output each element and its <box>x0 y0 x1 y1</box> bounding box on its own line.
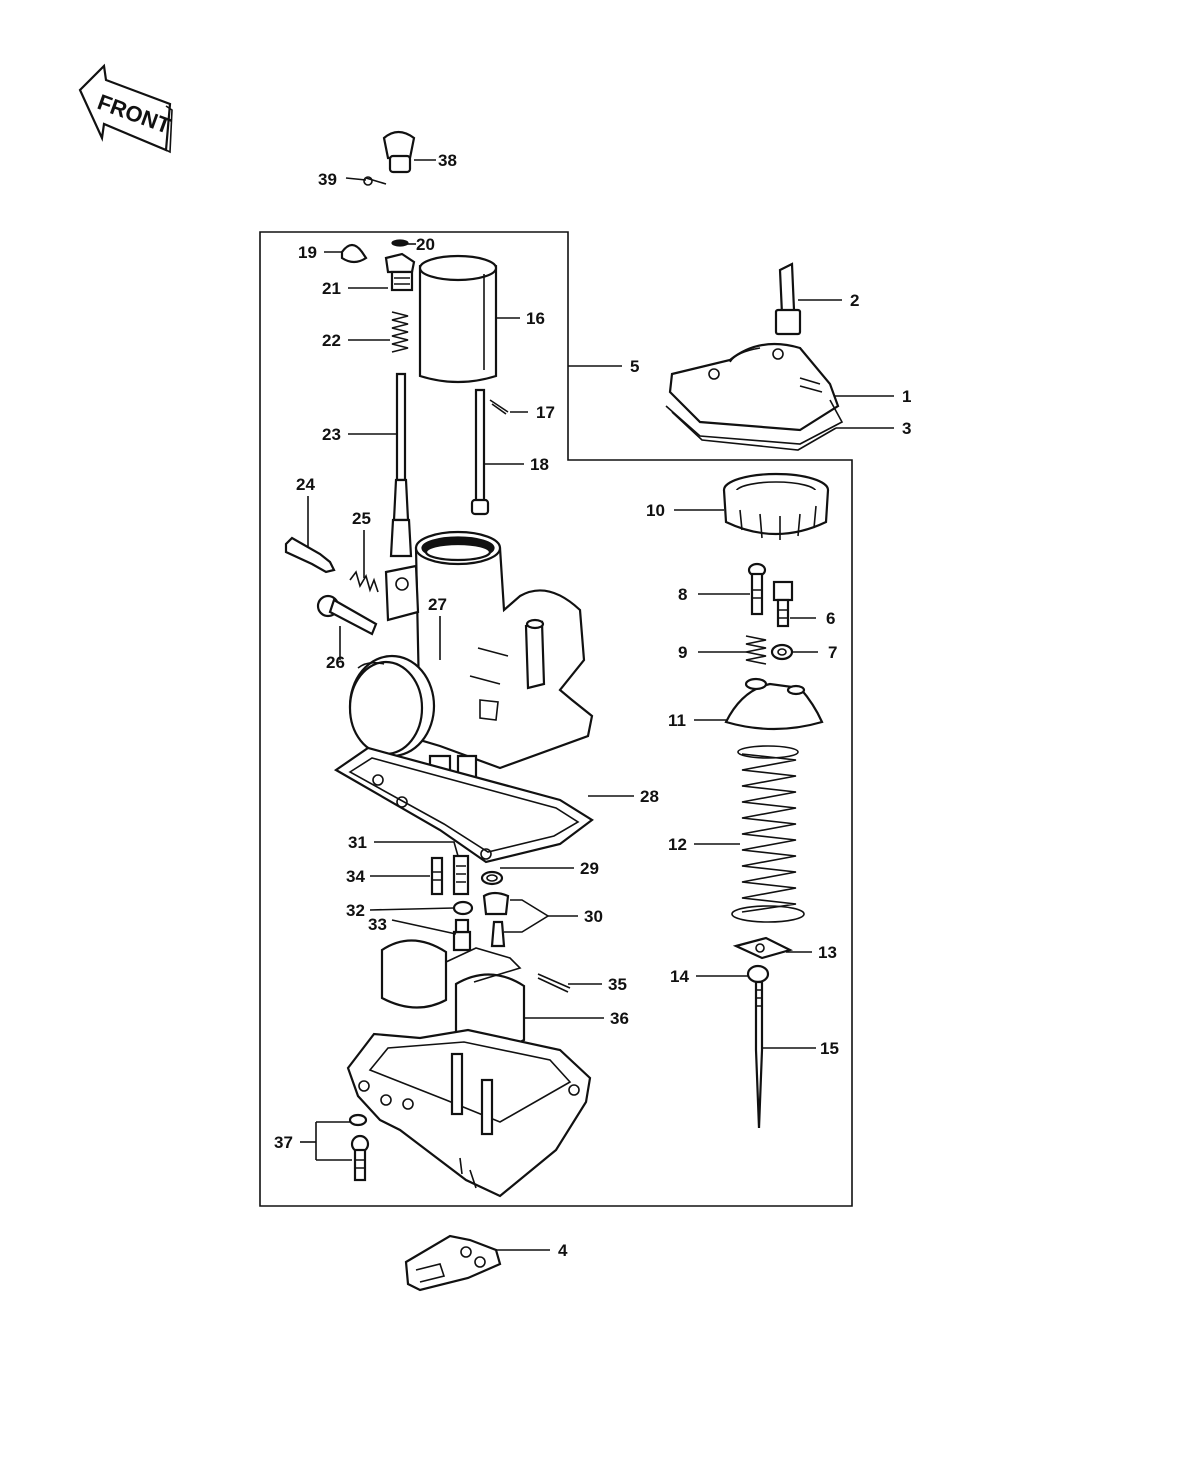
part-17-clip <box>489 399 509 415</box>
part-23-rod <box>389 372 413 558</box>
label-30: 30 <box>584 907 603 926</box>
part-31-jet <box>452 854 470 896</box>
label-6: 6 <box>826 609 835 628</box>
part-33-jet <box>452 918 472 952</box>
label-35: 35 <box>608 975 627 994</box>
leader-lines <box>300 159 894 1251</box>
part-1-top-cover <box>668 342 840 432</box>
part-21-bolt <box>384 252 416 292</box>
label-29: 29 <box>580 859 599 878</box>
label-31: 31 <box>348 833 367 852</box>
label-21: 21 <box>322 279 341 298</box>
part-22-spring <box>391 311 409 353</box>
part-35-pin <box>537 973 571 993</box>
label-20: 20 <box>416 235 435 254</box>
part-7-nut <box>770 643 794 661</box>
label-4: 4 <box>558 1241 568 1260</box>
label-27: 27 <box>428 595 447 614</box>
label-12: 12 <box>668 835 687 854</box>
label-9: 9 <box>678 643 687 662</box>
part-38-cap <box>382 130 416 174</box>
label-26: 26 <box>326 653 345 672</box>
label-16: 16 <box>526 309 545 328</box>
label-11: 11 <box>668 711 686 730</box>
label-24: 24 <box>296 475 315 494</box>
label-8: 8 <box>678 585 687 604</box>
part-9-spring <box>745 635 767 665</box>
part-10-ring-nut <box>722 472 830 540</box>
part-3-gasket <box>665 399 844 451</box>
part-2-cable-adjuster <box>774 262 802 336</box>
part-19-cap-nut <box>340 243 368 264</box>
label-28: 28 <box>640 787 659 806</box>
front-arrow: FRONT <box>78 63 175 154</box>
part-14-clip <box>746 964 770 984</box>
label-38: 38 <box>438 151 457 170</box>
part-28-gasket <box>333 746 594 864</box>
label-1: 1 <box>902 387 911 406</box>
part-29-washer <box>480 870 504 886</box>
label-13: 13 <box>818 943 837 962</box>
part-30-needle-seat <box>482 891 510 948</box>
label-32: 32 <box>346 901 365 920</box>
part-12-spring <box>731 745 805 923</box>
float-bowl <box>346 1028 592 1198</box>
part-26-screw <box>316 594 378 636</box>
label-33: 33 <box>368 915 387 934</box>
part-18-rod <box>470 388 490 516</box>
label-17: 17 <box>536 403 555 422</box>
part-11-cap <box>724 677 824 731</box>
part-labels: 39 38 19 20 21 22 16 5 23 17 18 24 25 27… <box>274 151 911 1260</box>
label-10: 10 <box>646 501 665 520</box>
part-32-washer <box>452 900 474 916</box>
label-2: 2 <box>850 291 859 310</box>
label-18: 18 <box>530 455 549 474</box>
label-37: 37 <box>274 1133 293 1152</box>
label-5: 5 <box>630 357 639 376</box>
part-24-screw <box>284 536 336 574</box>
part-15-needle <box>754 980 764 1129</box>
label-15: 15 <box>820 1039 839 1058</box>
label-36: 36 <box>610 1009 629 1028</box>
part-6-nut <box>772 580 794 628</box>
part-13-plate <box>732 936 794 960</box>
label-7: 7 <box>828 643 837 662</box>
part-25-spring <box>349 570 379 593</box>
label-22: 22 <box>322 331 341 350</box>
label-19: 19 <box>298 243 317 262</box>
label-39: 39 <box>318 170 337 189</box>
label-25: 25 <box>352 509 371 528</box>
part-34-jet <box>430 856 444 896</box>
part-20-washer <box>391 239 409 247</box>
part-39-pin <box>363 176 387 186</box>
part-4-bracket <box>404 1234 502 1292</box>
carburetor-body <box>348 530 594 808</box>
label-3: 3 <box>902 419 911 438</box>
label-23: 23 <box>322 425 341 444</box>
label-34: 34 <box>346 867 365 886</box>
label-14: 14 <box>670 967 689 986</box>
part-16-throttle-valve <box>418 254 498 384</box>
part-8-screw <box>747 562 767 616</box>
assembly-bracket-line <box>259 231 853 1207</box>
part-37-screw <box>348 1113 370 1182</box>
